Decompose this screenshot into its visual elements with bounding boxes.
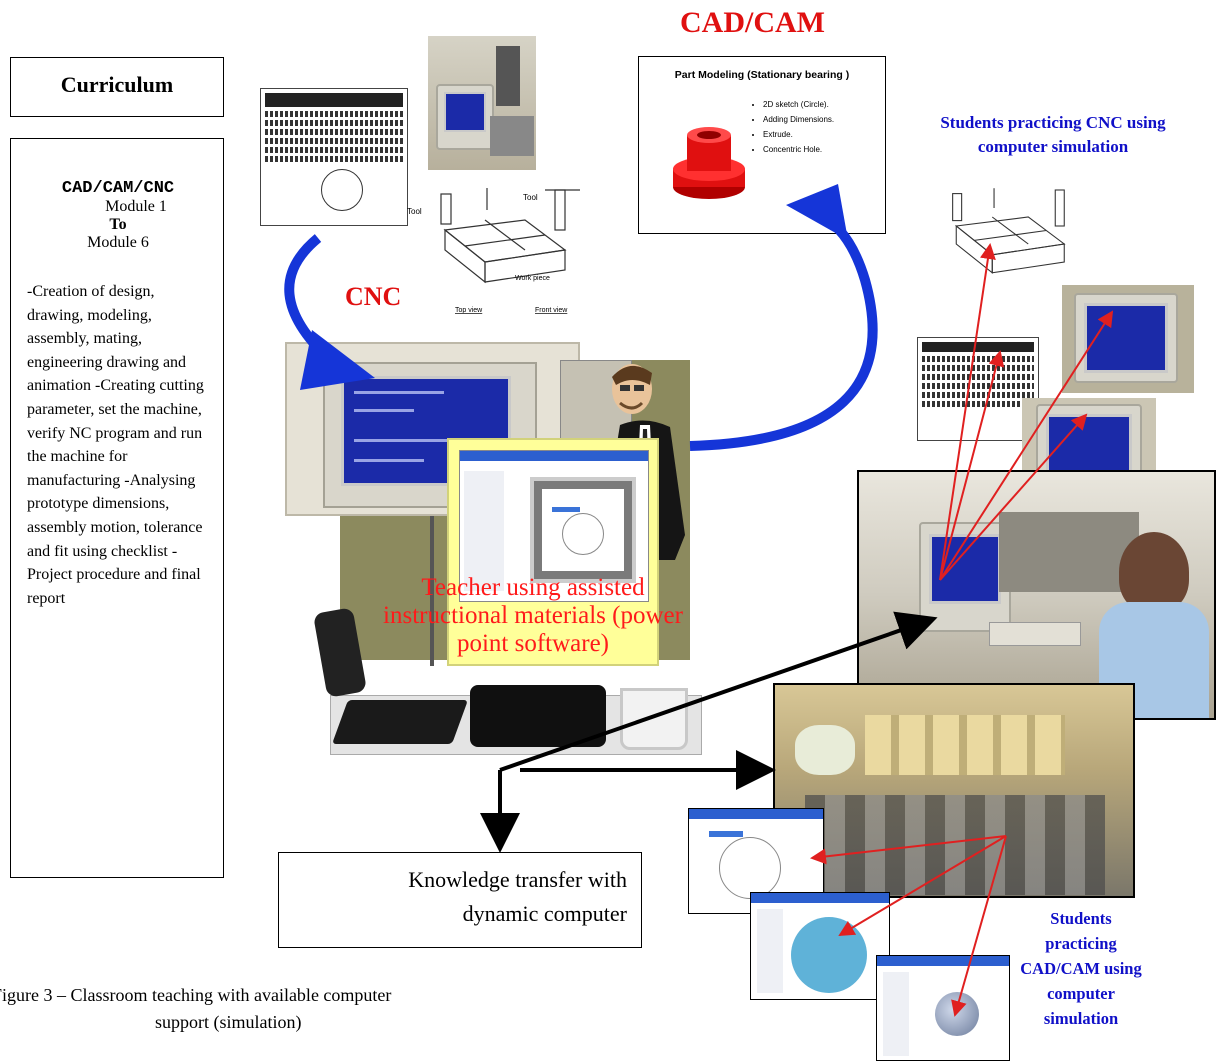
bullet-1: 2D sketch (Circle). [763,97,834,112]
desktop-computer-icon [331,700,469,744]
cnc-machine-photo [428,36,536,170]
knowledge-box: Knowledge transfer with dynamic computer [278,852,642,948]
mug-icon [620,688,688,750]
printer-icon [470,685,606,747]
schematic-topview: Top view [455,307,483,314]
cadcam-label: CAD/CAM [680,6,825,39]
caption-line2: support (simulation) [155,1012,302,1032]
knowledge-line2: dynamic computer [462,901,627,926]
part-modeling-bullets: 2D sketch (Circle). Adding Dimensions. E… [751,97,834,157]
computer-lab-photo [773,683,1135,898]
machining-schematic-1: Tool Tool Work piece Top view Front view [407,188,580,314]
module-line3: Module 6 [87,234,149,251]
bullet-2: Adding Dimensions. [763,112,834,127]
part-modeling-slide: Part Modeling (Stationary bearing ) 2D s… [638,56,886,234]
schematic-tool1: Tool [407,207,422,216]
module-body: -Creation of design, drawing, modeling, … [27,283,204,607]
figure-caption: Figure 3 – Classroom teaching with avail… [0,985,560,1033]
cnc-label: CNC [345,282,402,311]
caption-line1: Figure 3 – Classroom teaching with avail… [0,985,392,1005]
teacher-caption: Teacher using assisted instructional mat… [383,574,683,657]
students-cnc-caption: Students practicing CNC using computer s… [940,113,1166,156]
cnc-control-panel-icon [260,88,408,226]
cnc-panel-small [917,337,1039,441]
projector-tripod [430,516,434,666]
schematic-workpiece: Work piece [515,275,550,282]
knowledge-line1: Knowledge transfer with [408,867,627,892]
bullet-4: Concentric Hole. [763,142,834,157]
cnc-monitor-photo-1 [1062,285,1194,393]
part-modeling-title: Part Modeling (Stationary bearing ) [674,69,850,81]
cad-screenshot-3 [876,955,1010,1061]
students-cadcam-caption: Students practicing CAD/CAM using comput… [1020,909,1142,1028]
bullet-3: Extrude. [763,127,834,142]
cad-screenshot-2 [750,892,890,1000]
blue-arrow-cadcam [689,210,878,451]
module-heading: CAD/CAM/CNC [61,179,175,198]
module-box: CAD/CAM/CNC Module 1 To Module 6 -Creati… [10,138,224,878]
module-line1: Module 1 [105,198,167,215]
schematic-frontview: Front view [535,307,568,314]
curriculum-box: Curriculum [10,57,224,117]
module-line2: To [109,216,127,233]
schematic-tool2: Tool [523,193,538,202]
bearing-part-icon [673,127,745,199]
curriculum-title: Curriculum [60,72,174,97]
